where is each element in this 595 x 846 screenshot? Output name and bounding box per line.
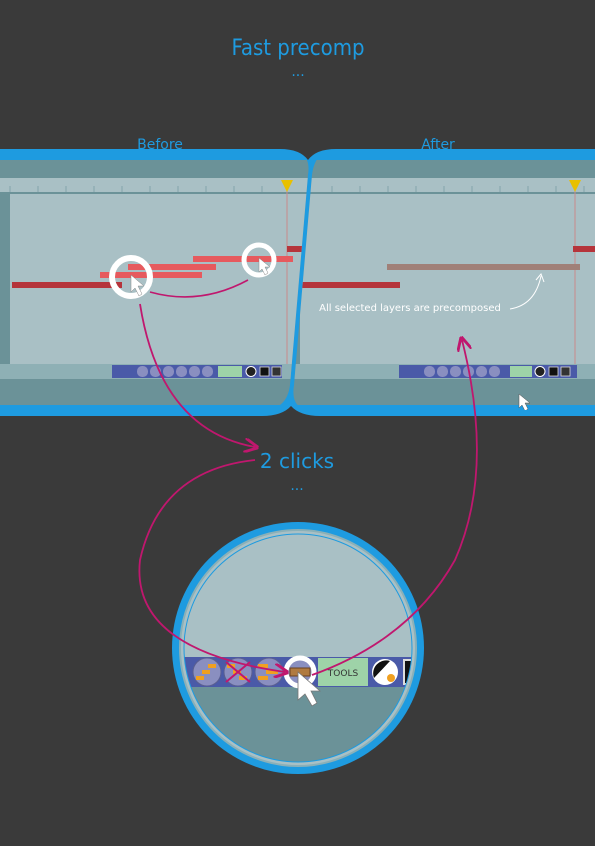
- precomp-layer-bar[interactable]: [387, 264, 580, 270]
- shift-click-arrow: [149, 279, 249, 298]
- layer-bar[interactable]: [573, 246, 595, 252]
- color-picker-icon[interactable]: [245, 366, 257, 377]
- mini-tool-button[interactable]: [202, 366, 213, 377]
- click-highlight-icon: [109, 255, 153, 299]
- tool-button[interactable]: [403, 659, 428, 685]
- cursor-arrow-icon: [130, 274, 145, 297]
- magnifier: TOOLS: [172, 522, 428, 774]
- mini-tool-button[interactable]: [163, 366, 174, 377]
- title-ellipsis: ...: [291, 64, 304, 80]
- mini-tool-button[interactable]: [560, 366, 571, 377]
- mini-tool-button[interactable]: [489, 366, 500, 377]
- steps-ellipsis: ...: [290, 478, 303, 494]
- stagger-tool-icon[interactable]: [192, 657, 222, 687]
- mini-tool-button[interactable]: [548, 366, 559, 377]
- page-title: Fast precomp: [231, 36, 364, 61]
- mini-tool-button[interactable]: [259, 366, 270, 377]
- before-time-ruler[interactable]: [0, 178, 320, 192]
- mini-tools-label-box: [510, 366, 532, 377]
- cursor-arrow-icon: [258, 257, 271, 276]
- steps-label: 2 clicks: [260, 449, 334, 473]
- playhead-icon[interactable]: [281, 180, 293, 192]
- layer-bar[interactable]: [300, 282, 400, 288]
- mini-tool-button[interactable]: [176, 366, 187, 377]
- mini-tool-button[interactable]: [271, 366, 282, 377]
- layer-bar[interactable]: [12, 282, 122, 288]
- playhead-icon[interactable]: [569, 180, 581, 192]
- after-timeline-area[interactable]: [300, 194, 595, 364]
- mini-tool-button[interactable]: [450, 366, 461, 377]
- after-ruler-ticks: [331, 186, 585, 192]
- after-time-ruler[interactable]: [290, 178, 595, 192]
- precompose-annotation: All selected layers are precomposed: [319, 303, 501, 314]
- cursor-arrow-icon: [518, 393, 531, 410]
- mini-tool-button[interactable]: [137, 366, 148, 377]
- layer-bar[interactable]: [128, 264, 216, 270]
- flow-arrow-steps-to-tool: [138, 459, 285, 672]
- layer-bar[interactable]: [287, 246, 327, 252]
- stagger-tool-icon[interactable]: [254, 657, 284, 687]
- flow-arrow-tool-to-after: [311, 340, 478, 676]
- flow-arrow-before-to-steps: [139, 303, 255, 447]
- annotation-arrow: [509, 275, 542, 310]
- before-timeline-area[interactable]: [10, 194, 320, 364]
- mini-tools-label-box: [218, 366, 242, 377]
- color-picker-icon[interactable]: [372, 659, 398, 685]
- color-picker-icon[interactable]: [534, 366, 546, 377]
- mini-tool-button[interactable]: [424, 366, 435, 377]
- mini-tool-button[interactable]: [437, 366, 448, 377]
- click-highlight-icon: [241, 242, 277, 278]
- mini-tool-button[interactable]: [189, 366, 200, 377]
- mini-tool-button[interactable]: [476, 366, 487, 377]
- tools-label: TOOLS: [327, 669, 359, 679]
- after-panel: All selected layers are precomposed: [290, 160, 595, 410]
- before-ruler-ticks: [9, 186, 263, 192]
- before-panel: [0, 160, 327, 405]
- cursor-arrow-icon: [297, 671, 322, 707]
